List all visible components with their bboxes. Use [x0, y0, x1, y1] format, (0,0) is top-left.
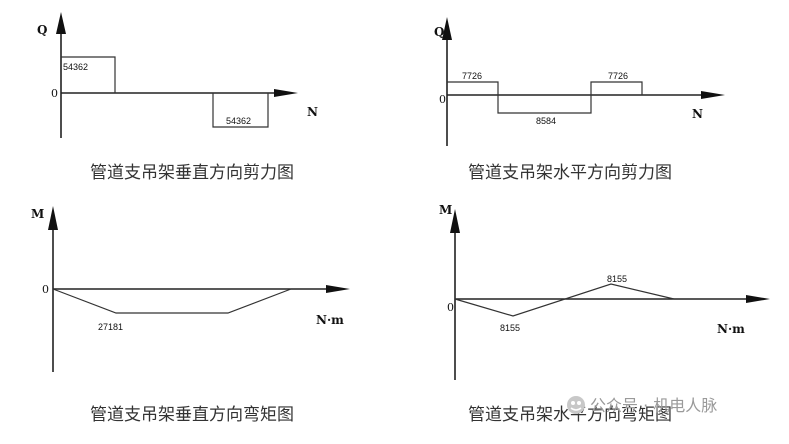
moment-curve — [52, 288, 292, 314]
diagram-caption: 管道支吊架水平方向剪力图 — [468, 163, 672, 183]
diagram-horizontal-shear: Q N 0 7726 8584 7726 管道支吊架水平方向剪力图 — [434, 17, 725, 183]
x-axis-arrow — [701, 91, 725, 99]
x-axis-arrow — [274, 89, 298, 97]
origin-label: 0 — [439, 93, 446, 106]
diagram-vertical-moment: M N·m 0 27181 管道支吊架垂直方向弯矩图 — [31, 206, 350, 425]
y-axis-arrow — [450, 209, 460, 233]
x-axis-label: N — [692, 107, 703, 121]
origin-label: 0 — [42, 283, 49, 296]
x-axis-label: N — [307, 105, 318, 119]
y-axis-label: Q — [434, 25, 444, 39]
diagram-vertical-shear: Q N 0 54362 54362 管道支吊架垂直方向剪力图 — [37, 12, 318, 183]
y-axis-arrow — [442, 17, 452, 40]
x-axis-label: N·m — [316, 313, 344, 327]
x-axis-arrow — [326, 285, 350, 293]
y-axis-label: Q — [37, 23, 47, 37]
value-label: 54362 — [226, 116, 251, 126]
diagram-caption: 管道支吊架垂直方向弯矩图 — [90, 405, 294, 425]
shear-block-negative — [212, 93, 269, 128]
y-axis-label: M — [31, 207, 44, 221]
diagram-caption: 管道支吊架水平方向弯矩图 — [468, 405, 672, 425]
diagram-caption: 管道支吊架垂直方向剪力图 — [90, 163, 294, 183]
value-label: 7726 — [608, 71, 628, 81]
x-axis-arrow — [746, 295, 770, 303]
moment-curve — [454, 283, 675, 317]
value-label: 7726 — [462, 71, 482, 81]
value-label: 8584 — [536, 116, 556, 126]
shear-block-positive — [61, 56, 116, 93]
x-axis-label: N·m — [717, 322, 745, 336]
value-label: 27181 — [98, 322, 123, 332]
origin-label: 0 — [51, 87, 58, 100]
origin-label: 0 — [447, 301, 454, 314]
y-axis-arrow — [56, 12, 66, 34]
value-label: 8155 — [607, 274, 627, 284]
y-axis-arrow — [48, 206, 58, 230]
shear-steps — [447, 81, 643, 114]
watermark: 公众号 · 机电人脉 — [567, 396, 717, 415]
value-label: 54362 — [63, 62, 88, 72]
wechat-official-account-icon — [567, 396, 585, 414]
watermark-text: 公众号 · 机电人脉 — [590, 396, 717, 415]
diagram-horizontal-moment: M N·m 0 8155 8155 管道支吊架水平方向弯矩图 — [439, 203, 770, 425]
y-axis-label: M — [439, 203, 452, 217]
value-label: 8155 — [500, 323, 520, 333]
